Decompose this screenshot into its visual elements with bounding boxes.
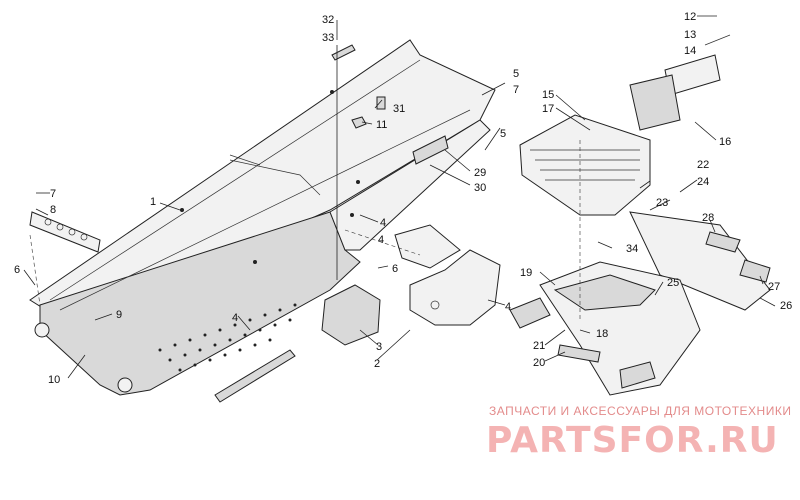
clip-part xyxy=(376,96,386,110)
callout-21: 21 xyxy=(533,340,545,352)
callout-31: 31 xyxy=(393,103,405,115)
callout-22: 22 xyxy=(697,159,709,171)
callout-3: 3 xyxy=(376,341,382,353)
callout-19: 19 xyxy=(520,267,532,279)
nut-part xyxy=(351,116,367,129)
callout-24: 24 xyxy=(697,176,709,188)
callout-25: 25 xyxy=(667,277,679,289)
callout-33: 33 xyxy=(322,32,334,44)
callout-6-b: 6 xyxy=(392,263,398,275)
callout-leaders xyxy=(23,15,776,379)
tunnel-assembly xyxy=(29,39,496,396)
callout-16: 16 xyxy=(719,136,731,148)
callout-20: 20 xyxy=(533,357,545,369)
callout-13: 13 xyxy=(684,29,696,41)
running-board-strip xyxy=(214,349,296,403)
callout-9: 9 xyxy=(116,309,122,321)
rear-rack-part xyxy=(519,114,651,216)
taillight-assembly xyxy=(629,34,731,131)
left-step-pad-part xyxy=(509,297,551,329)
callout-4-d: 4 xyxy=(378,234,384,246)
callout-2: 2 xyxy=(374,358,380,370)
assembly-lines xyxy=(29,140,581,320)
snow-flap-part xyxy=(629,211,771,311)
bumper-plate-part xyxy=(29,211,101,253)
callout-4-b: 4 xyxy=(505,301,511,313)
callout-7-left: 7 xyxy=(50,188,56,200)
callout-29: 29 xyxy=(474,167,486,179)
callout-labels: 32 33 1 31 11 5 7 5 29 30 4 6 3 2 4 4 9 … xyxy=(14,11,792,386)
callout-5-top: 5 xyxy=(513,68,519,80)
callout-12: 12 xyxy=(684,11,696,23)
callout-23: 23 xyxy=(656,197,668,209)
callout-30: 30 xyxy=(474,182,486,194)
callout-17: 17 xyxy=(542,103,554,115)
callout-4-c: 4 xyxy=(232,312,238,324)
callout-28: 28 xyxy=(702,212,714,224)
upper-bracket-part xyxy=(394,224,461,269)
callout-10: 10 xyxy=(48,374,60,386)
callout-27: 27 xyxy=(768,281,780,293)
grip-strip-part xyxy=(331,44,356,61)
callout-18: 18 xyxy=(596,328,608,340)
watermark: ЗАПЧАСТИ И АКСЕССУАРЫ ДЛЯ МОТОТЕХНИКИ PA… xyxy=(486,404,791,461)
callout-1: 1 xyxy=(150,196,156,208)
bracket-part xyxy=(409,249,501,326)
callout-5-lower: 5 xyxy=(500,128,506,140)
callout-11: 11 xyxy=(376,119,387,131)
side-panel-holes xyxy=(158,303,297,372)
callout-34: 34 xyxy=(626,243,638,255)
callout-32: 32 xyxy=(322,14,334,26)
callout-26: 26 xyxy=(780,300,792,312)
callout-6-a: 6 xyxy=(14,264,20,276)
callout-8: 8 xyxy=(50,204,56,216)
step-pad-part xyxy=(557,344,601,363)
callout-14: 14 xyxy=(684,45,696,57)
callout-4-a: 4 xyxy=(380,217,386,229)
watermark-logo: PARTSFOR.RU xyxy=(486,420,779,461)
callout-15: 15 xyxy=(542,89,554,101)
watermark-tagline: ЗАПЧАСТИ И АКСЕССУАРЫ ДЛЯ МОТОТЕХНИКИ xyxy=(489,404,791,418)
foot-bracket-part xyxy=(321,284,381,346)
callout-7-right: 7 xyxy=(513,84,519,96)
